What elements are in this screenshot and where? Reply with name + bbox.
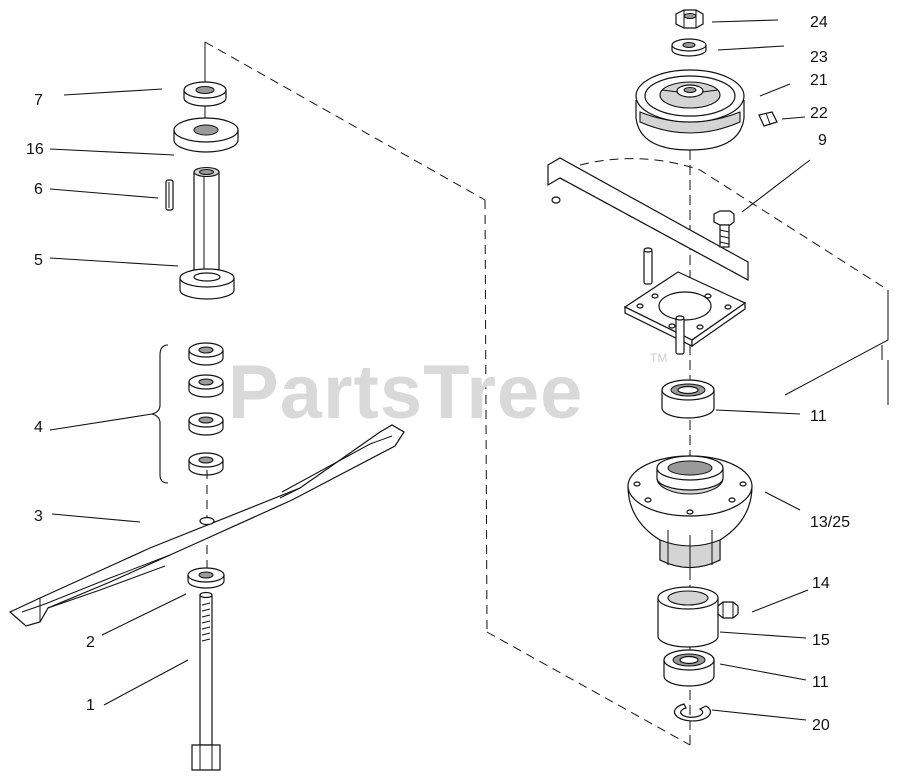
callout-7: 7 — [34, 92, 43, 109]
callout-23: 23 — [810, 49, 828, 66]
callout-21: 21 — [810, 72, 828, 89]
callout-24: 24 — [810, 14, 828, 31]
part-6-key — [165, 179, 174, 211]
callout-3: 3 — [34, 508, 43, 525]
callout-5: 5 — [34, 252, 43, 269]
part-21-pulley — [635, 69, 745, 151]
alignment-pin — [643, 247, 653, 285]
callout-11-upper: 11 — [810, 408, 827, 425]
part-1-blade-bolt — [191, 591, 221, 771]
callout-11-lower: 11 — [812, 674, 829, 691]
part-7-washer — [183, 81, 227, 107]
callout-20: 20 — [812, 717, 830, 734]
part-15-spacer-tube — [657, 586, 719, 648]
deck-plate — [547, 157, 749, 282]
callout-16: 16 — [26, 141, 44, 158]
part-9-bolt — [713, 210, 735, 248]
callout-9: 9 — [818, 132, 827, 149]
part-4-spacer-washers — [151, 342, 224, 484]
part-5-spindle-tube — [179, 166, 235, 300]
part-23-washer — [671, 38, 707, 57]
part-2-blade-washer — [187, 567, 225, 589]
part-16-spacer-washer — [173, 117, 239, 153]
part-14-grease-fitting — [717, 601, 739, 619]
callout-6: 6 — [34, 181, 43, 198]
callout-1: 1 — [86, 697, 95, 714]
part-11-upper-bearing — [661, 379, 715, 419]
callout-4: 4 — [34, 419, 43, 436]
callout-15: 15 — [812, 632, 830, 649]
part-11-lower-bearing — [663, 649, 715, 687]
callout-2: 2 — [86, 634, 95, 651]
watermark-text: PartsTree — [228, 350, 583, 435]
callout-labels: 7 16 6 5 4 3 2 1 24 23 21 22 9 11 13/25 … — [26, 14, 850, 734]
part-22-setscrew — [758, 111, 778, 127]
leader-lines — [49, 19, 811, 721]
watermark-trademark: TM — [650, 351, 667, 365]
callout-13-25: 13/25 — [810, 514, 850, 531]
callout-14: 14 — [812, 575, 830, 592]
part-3-blade — [8, 424, 405, 627]
callout-22: 22 — [810, 105, 828, 122]
deck-outline-right — [579, 150, 889, 745]
part-24-nut — [675, 9, 704, 29]
part-20-snap-ring — [673, 703, 712, 722]
part-13-25-spindle-housing — [627, 455, 753, 572]
spindle-mount-plate — [623, 271, 747, 355]
